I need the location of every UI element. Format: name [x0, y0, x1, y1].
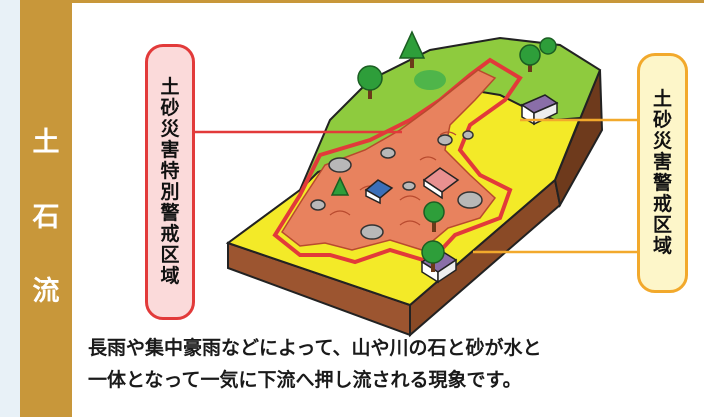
caption-line-2: 一体となって一気に下流へ押し流される現象です。 — [88, 369, 522, 391]
special-zone-char: 別 — [160, 181, 180, 203]
tree-middle-right — [423, 201, 445, 232]
rocks — [310, 130, 483, 240]
special-warning-zone-label: 土 砂 災 害 特 別 警 戒 区 域 — [145, 44, 195, 320]
warning-zone-char: 砂 — [652, 109, 672, 131]
special-zone-char: 土 — [160, 76, 180, 98]
caption-line-1: 長雨や集中豪雨などによって、山や川の石と砂が水と — [88, 337, 542, 359]
tree-top-center — [398, 30, 426, 68]
warning-zone-char: 警 — [652, 172, 672, 194]
house-collapsed-striped — [422, 167, 460, 200]
special-zone-char: 区 — [160, 244, 180, 266]
tree-bottom — [421, 240, 445, 272]
special-zone-char: 戒 — [160, 223, 180, 245]
warning-zone-char: 戒 — [652, 193, 672, 215]
warning-zone-char: 域 — [652, 235, 672, 257]
tree-top-right — [519, 37, 557, 72]
warning-zone-char: 害 — [652, 151, 672, 173]
warning-zone-label: 土 砂 災 害 警 戒 区 域 — [637, 53, 688, 293]
title-char-2: 石 — [32, 202, 60, 233]
grass-patch — [414, 70, 446, 90]
special-zone-char: 砂 — [160, 97, 180, 119]
tree-left-top — [357, 65, 383, 99]
warning-zone-char: 災 — [652, 130, 672, 152]
title-char-3: 流 — [32, 276, 60, 307]
title-char-1: 土 — [32, 127, 60, 158]
special-zone-char: 災 — [160, 118, 180, 140]
special-zone-char: 特 — [160, 160, 180, 182]
warning-zone-char: 区 — [652, 214, 672, 236]
special-zone-char: 警 — [160, 202, 180, 224]
title-sidebar: 土 石 流 — [20, 0, 72, 417]
special-zone-char: 害 — [160, 139, 180, 161]
warning-zone-char: 土 — [652, 88, 672, 110]
house-collapsed-blue — [364, 179, 394, 205]
description-caption: 長雨や集中豪雨などによって、山や川の石と砂が水と 一体となって一気に下流へ押し流… — [88, 332, 704, 396]
tree-debris — [330, 176, 350, 196]
special-zone-char: 域 — [160, 265, 180, 287]
